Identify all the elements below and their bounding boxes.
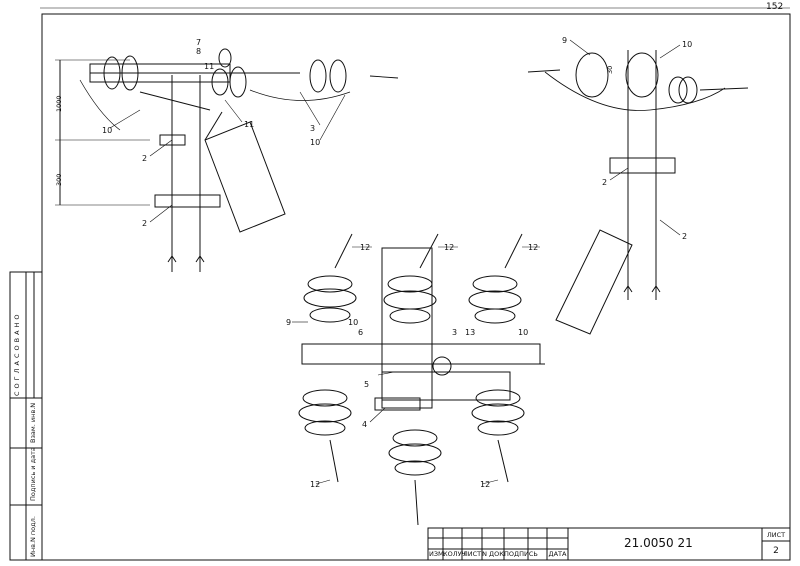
side-stamp-field: Взам. инв.N	[29, 402, 37, 443]
callout: 9	[286, 318, 292, 327]
callout: 3	[452, 328, 458, 337]
callout: 11	[244, 120, 255, 129]
title-block-column: ЛИСТ	[462, 550, 482, 558]
callout: 9	[562, 36, 568, 45]
document-code: 21.0050 21	[624, 536, 693, 550]
callout: 12	[528, 243, 539, 252]
callout: 10	[682, 40, 693, 49]
title-block-column: ИЗМ.	[429, 550, 446, 558]
callout: 2	[602, 178, 608, 187]
list-label: ЛИСТ	[766, 531, 786, 539]
title-block	[427, 527, 791, 561]
callout: 8	[196, 47, 202, 56]
callout: 12	[444, 243, 455, 252]
callout: 13	[465, 328, 476, 337]
side-view-right	[527, 39, 749, 335]
side-stamp-field: Подпись и дата	[29, 447, 37, 501]
title-block-column: КОЛУЧ	[443, 550, 467, 558]
callout: 10	[310, 138, 321, 147]
side-view-left	[55, 48, 399, 272]
callout: 10	[102, 126, 113, 135]
callout: 12	[360, 243, 371, 252]
side-stamp-field: Инв.N подл.	[29, 516, 37, 557]
callout: 10	[518, 328, 529, 337]
side-stamp-agreed: СОГЛАСОВАНО	[13, 311, 21, 396]
callout: 11	[204, 62, 215, 71]
callout: 12	[310, 480, 321, 489]
dimension-right: 30	[606, 65, 614, 74]
title-block-column: ДАТА	[548, 550, 567, 558]
callout: 6	[358, 328, 364, 337]
front-view	[292, 233, 545, 526]
title-block-column: N ДОК	[482, 550, 504, 558]
title-block-column: ПОДПИСЬ	[504, 550, 538, 558]
callout: 2	[682, 232, 688, 241]
callout: 10	[348, 318, 359, 327]
callout: 2	[142, 219, 148, 228]
list-number: 2	[773, 546, 779, 556]
dimension-bottom: 300	[55, 173, 63, 186]
callout: 3	[310, 124, 316, 133]
callout: 5	[364, 380, 370, 389]
dimension-top: 1000	[55, 95, 63, 112]
callout: 7	[196, 38, 202, 47]
callout: 2	[142, 154, 148, 163]
side-stamp	[9, 271, 43, 561]
callout: 12	[480, 480, 491, 489]
page-number: 152	[766, 2, 784, 12]
callout: 4	[362, 420, 368, 429]
